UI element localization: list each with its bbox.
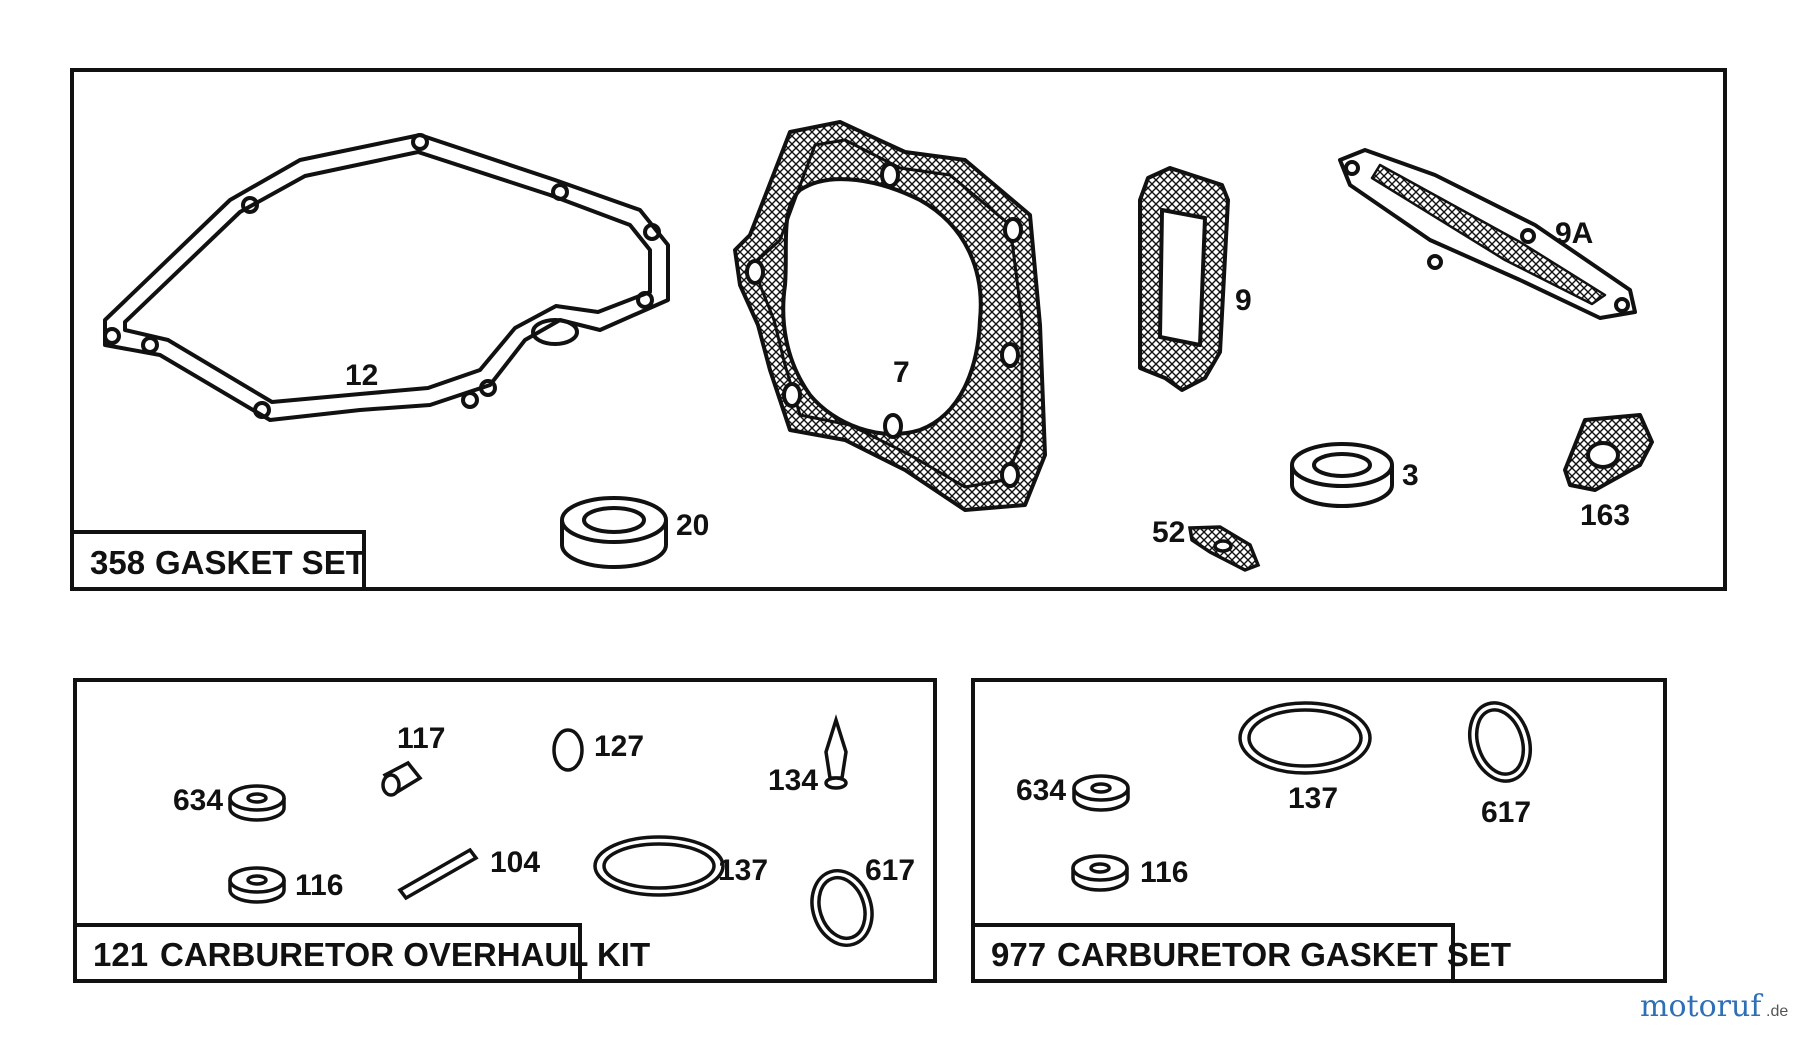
callout-12: 12: [345, 359, 378, 392]
gasket-set-panel: 358 GASKET SET 12 7: [70, 68, 1727, 591]
part-104-pin: [397, 847, 479, 901]
overhaul-kit-title: CARBURETOR OVERHAUL KIT: [160, 936, 650, 973]
gasket-set-title-box: [70, 530, 366, 591]
part-617-ring-set: [1468, 701, 1532, 783]
part-137-gasket-set: [1238, 701, 1372, 775]
callout-116-set: 116: [1140, 856, 1188, 889]
part-127-oring: [552, 728, 584, 772]
callout-617-set: 617: [1481, 796, 1531, 829]
carb-gasket-set-number: 977: [991, 936, 1046, 973]
part-617-ring: [810, 869, 874, 947]
callout-134: 134: [768, 764, 818, 797]
callout-52: 52: [1152, 516, 1185, 549]
watermark-suffix: .de: [1766, 1003, 1788, 1020]
gasket-set-number: 358: [90, 544, 145, 581]
oil-seal-20: [560, 496, 668, 569]
part-117-bushing: [381, 760, 423, 797]
callout-116-kit: 116: [295, 869, 343, 902]
part-137-gasket: [593, 835, 725, 897]
head-gasket-7: [733, 120, 1047, 512]
intake-gasket-9: [1138, 166, 1230, 392]
gasket-set-title: GASKET SET: [155, 544, 366, 581]
part-116-washer-set: [1071, 854, 1129, 892]
callout-163: 163: [1580, 499, 1630, 532]
carb-gasket-set-title: CARBURETOR GASKET SET: [1057, 936, 1511, 973]
crankcase-gasket-12: [103, 133, 670, 422]
carb-gasket-set-title-box: [971, 923, 1455, 983]
overhaul-kit-panel: 121 CARBURETOR OVERHAUL KIT 117 127 134 …: [73, 678, 937, 983]
callout-127: 127: [594, 730, 644, 763]
elbow-gasket-163: [1563, 413, 1654, 492]
carb-gasket-set-panel: 977 CARBURETOR GASKET SET 634 137 617 11…: [971, 678, 1667, 983]
callout-7: 7: [893, 356, 910, 389]
callout-137-set: 137: [1288, 782, 1338, 815]
part-134-needle: [824, 714, 848, 790]
callout-634-set: 634: [1016, 774, 1066, 807]
exhaust-gasket-9a: [1338, 148, 1637, 320]
callout-137-kit: 137: [718, 854, 768, 887]
watermark-logo: motoruf .de: [1640, 989, 1788, 1024]
watermark-brand: motoruf: [1640, 989, 1763, 1024]
overhaul-kit-number: 121: [93, 936, 148, 973]
callout-9: 9: [1235, 284, 1252, 317]
overhaul-kit-title-box: [73, 923, 582, 983]
part-116-washer: [228, 866, 286, 904]
callout-117: 117: [397, 722, 445, 755]
callout-9a: 9A: [1555, 217, 1593, 250]
callout-634-kit: 634: [173, 784, 223, 817]
part-634-washer: [228, 784, 286, 822]
callout-104: 104: [490, 846, 540, 879]
small-gasket-52: [1187, 525, 1261, 572]
callout-20: 20: [676, 509, 709, 542]
part-634-washer-set: [1072, 774, 1130, 812]
callout-3: 3: [1402, 459, 1419, 492]
oil-seal-3: [1290, 442, 1394, 508]
callout-617-kit: 617: [865, 854, 915, 887]
